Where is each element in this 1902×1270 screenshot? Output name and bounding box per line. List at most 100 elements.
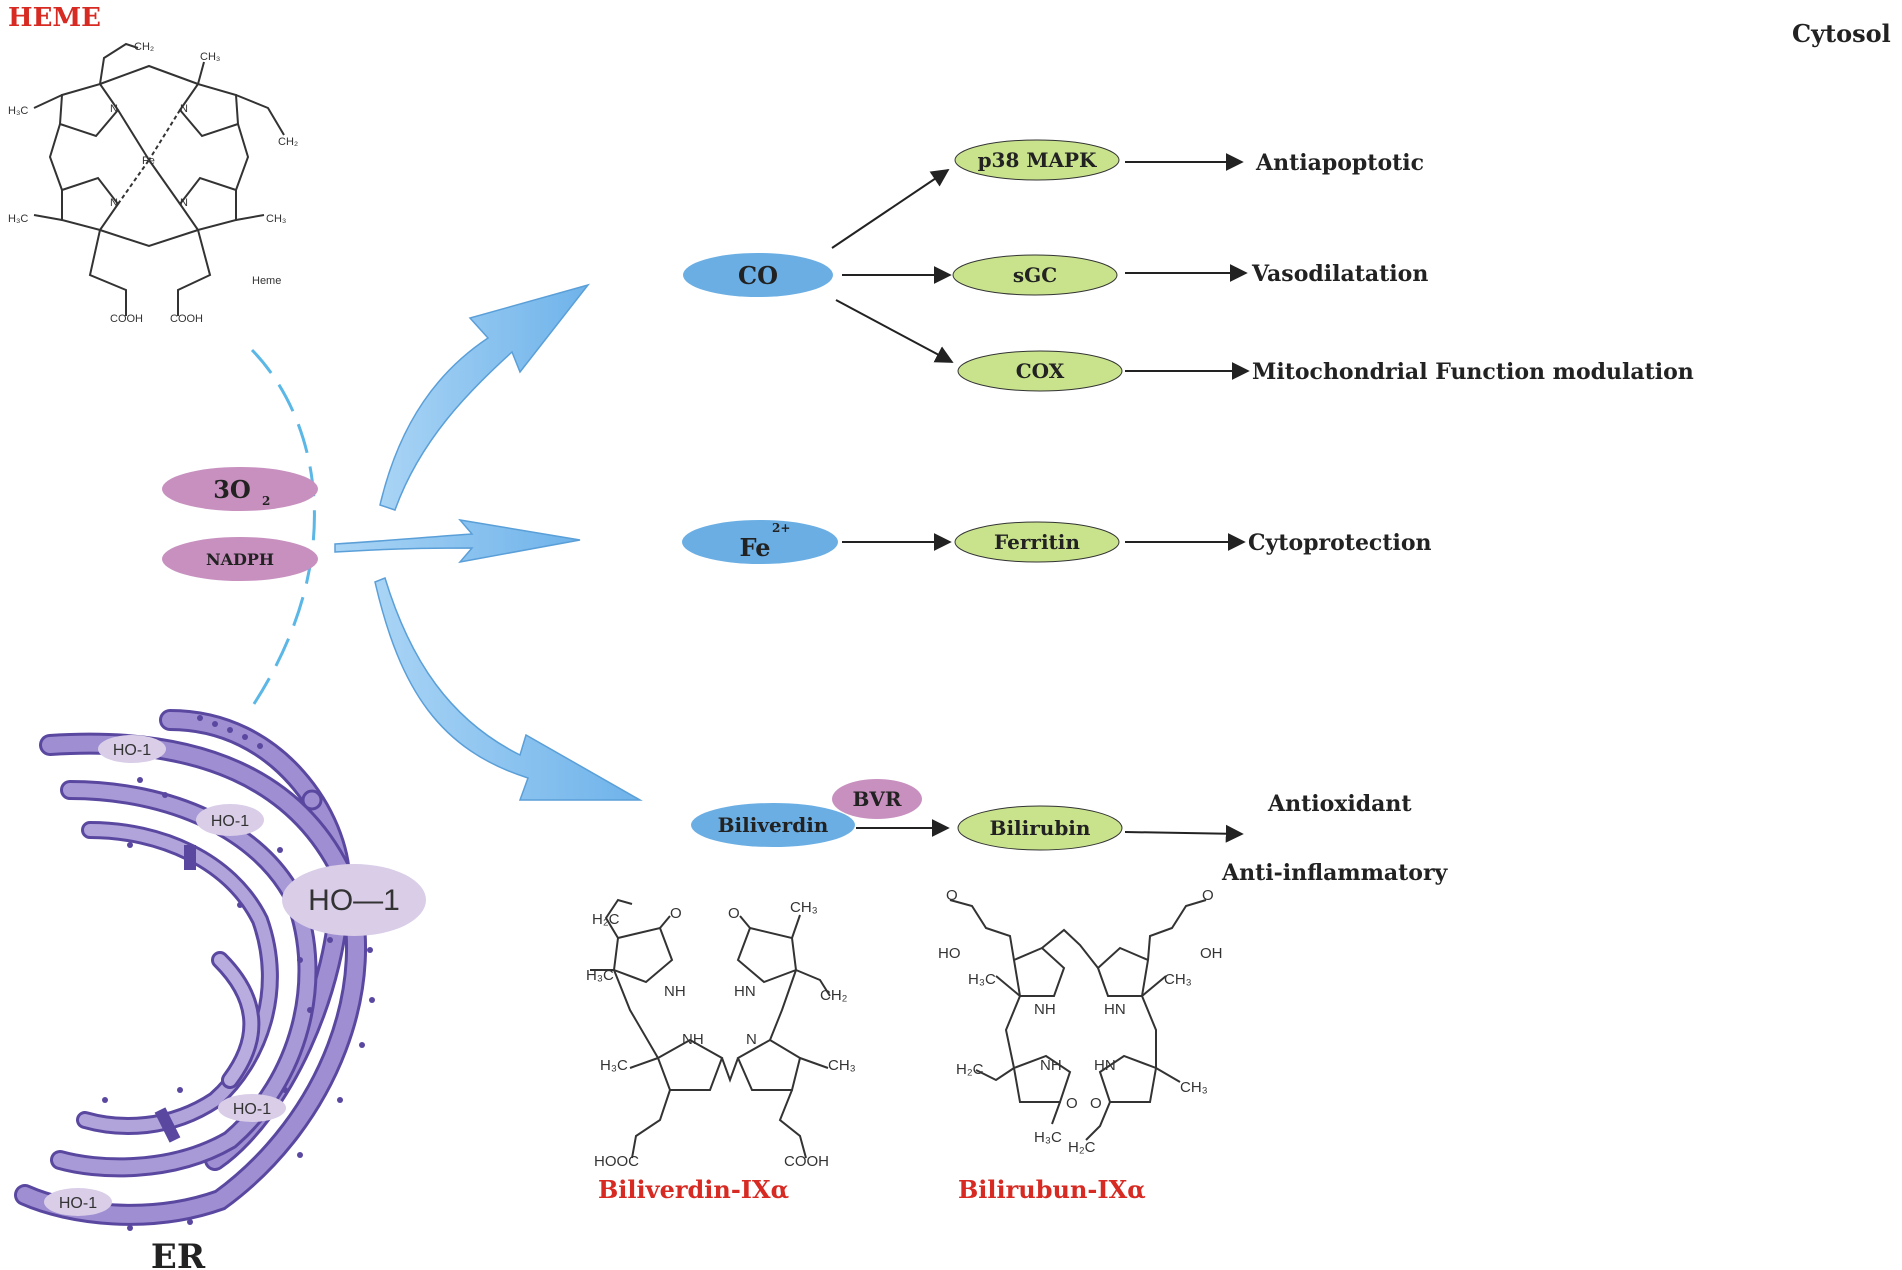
svg-text:Fe: Fe bbox=[142, 155, 155, 167]
o2-node: 3O 2 bbox=[162, 467, 318, 511]
bilirubin-node: Bilirubin bbox=[957, 805, 1123, 851]
svg-text:CH₃: CH₃ bbox=[266, 213, 286, 225]
svg-text:Heme: Heme bbox=[252, 275, 281, 287]
sgc-node: sGC bbox=[952, 254, 1118, 296]
svg-text:HO-1: HO-1 bbox=[59, 1195, 97, 1212]
svg-text:p38 MAPK: p38 MAPK bbox=[978, 148, 1097, 172]
arrow-to-biliverdin bbox=[374, 577, 643, 801]
dashed-membrane-arc bbox=[248, 348, 316, 711]
svg-text:COOH: COOH bbox=[784, 1153, 829, 1170]
ho1-label-4: HO-1 bbox=[44, 1188, 112, 1216]
svg-text:NH: NH bbox=[682, 1031, 704, 1048]
svg-text:H₃C: H₃C bbox=[1034, 1129, 1062, 1146]
ho1-label-2: HO-1 bbox=[196, 804, 264, 836]
svg-text:H₃C: H₃C bbox=[586, 967, 614, 984]
svg-text:HN: HN bbox=[734, 983, 756, 1000]
svg-text:CH₃: CH₃ bbox=[1164, 971, 1192, 988]
svg-text:NH: NH bbox=[664, 983, 686, 1000]
svg-text:CO: CO bbox=[738, 261, 778, 290]
svg-text:NH: NH bbox=[1040, 1057, 1062, 1074]
svg-text:COX: COX bbox=[1016, 359, 1065, 383]
svg-text:O: O bbox=[670, 905, 682, 922]
cox-node: COX bbox=[957, 350, 1123, 392]
svg-text:O: O bbox=[1066, 1095, 1078, 1112]
svg-text:H₂C: H₂C bbox=[956, 1061, 984, 1078]
svg-text:H₃C: H₃C bbox=[600, 1057, 628, 1074]
ferritin-node: Ferritin bbox=[954, 521, 1120, 563]
outcome-vasodilatation: Vasodilatation bbox=[1251, 261, 1428, 287]
outcome-mitochondrial: Mitochondrial Function modulation bbox=[1252, 359, 1694, 385]
ho1-label-3: HO-1 bbox=[218, 1094, 286, 1122]
svg-text:HO: HO bbox=[938, 945, 961, 962]
svg-text:HN: HN bbox=[1104, 1001, 1126, 1018]
svg-text:HOOC: HOOC bbox=[594, 1153, 639, 1170]
svg-text:H₃C: H₃C bbox=[968, 971, 996, 988]
biliverdin-structure bbox=[590, 898, 831, 1159]
arrow-to-fe bbox=[334, 518, 581, 564]
bilirubin-structure bbox=[949, 899, 1207, 1141]
heme-structure bbox=[33, 42, 285, 316]
svg-text:HO-1: HO-1 bbox=[233, 1101, 271, 1118]
svg-text:HO—1: HO—1 bbox=[308, 884, 400, 917]
endoplasmic-reticulum bbox=[14, 709, 375, 1231]
svg-text:CH₂: CH₂ bbox=[278, 136, 298, 148]
svg-text:NH: NH bbox=[1034, 1001, 1056, 1018]
svg-text:N: N bbox=[180, 197, 188, 209]
ho1-label-large: HO—1 bbox=[282, 864, 426, 936]
svg-text:N: N bbox=[180, 103, 188, 115]
svg-text:H₃C: H₃C bbox=[8, 213, 28, 225]
svg-text:Bilirubin: Bilirubin bbox=[990, 816, 1091, 840]
biliverdin-ix-caption: Biliverdin-IXα bbox=[598, 1175, 789, 1204]
svg-text:O: O bbox=[1202, 887, 1214, 904]
er-label: ER bbox=[151, 1237, 206, 1270]
svg-text:COOH: COOH bbox=[110, 313, 143, 325]
svg-text:HO-1: HO-1 bbox=[211, 813, 249, 830]
svg-text:CH₃: CH₃ bbox=[200, 51, 220, 63]
cytosol-label: Cytosol bbox=[1792, 19, 1891, 48]
svg-text:CH₂: CH₂ bbox=[134, 41, 154, 53]
svg-text:HO-1: HO-1 bbox=[113, 742, 151, 759]
svg-text:2: 2 bbox=[262, 494, 270, 508]
co-node: CO bbox=[683, 253, 833, 297]
outcome-cytoprotection: Cytoprotection bbox=[1248, 530, 1432, 556]
svg-text:H₂C: H₂C bbox=[592, 911, 620, 928]
svg-text:HN: HN bbox=[1094, 1057, 1116, 1074]
svg-text:Biliverdin: Biliverdin bbox=[718, 813, 829, 837]
svg-text:BVR: BVR bbox=[852, 787, 901, 811]
heme-title: HEME bbox=[8, 3, 101, 33]
bilirubin-ix-caption: Bilirubun-IXα bbox=[958, 1175, 1146, 1204]
ho1-label-1: HO-1 bbox=[98, 735, 166, 763]
outcome-antiapoptotic: Antiapoptotic bbox=[1255, 150, 1424, 176]
svg-text:CH₂: CH₂ bbox=[820, 987, 848, 1004]
outcome-antiinflammatory: Anti-inflammatory bbox=[1221, 860, 1449, 886]
nadph-node: NADPH bbox=[162, 537, 318, 581]
svg-text:O: O bbox=[1090, 1095, 1102, 1112]
heme-structure-labels: CH₂ CH₃ H₃C CH₂ N N N N Fe H₃C CH₃ COOH … bbox=[8, 41, 298, 325]
p38-node: p38 MAPK bbox=[954, 139, 1120, 181]
svg-text:COOH: COOH bbox=[170, 313, 203, 325]
arrow-to-co bbox=[379, 283, 590, 511]
fe-node: Fe 2+ bbox=[682, 520, 838, 564]
svg-text:2+: 2+ bbox=[772, 521, 790, 535]
biliverdin-node: Biliverdin bbox=[691, 803, 855, 847]
svg-text:N: N bbox=[110, 197, 118, 209]
bilirubin-structure-labels: O O HO OH H₃C CH₃ NH HN H₂C NH HN CH₃ H₃… bbox=[938, 887, 1223, 1156]
biliverdin-structure-labels: H₂C H₃C NH O O CH₃ HN CH₂ NH N H₃C CH₃ H… bbox=[586, 899, 856, 1170]
svg-text:CH₃: CH₃ bbox=[828, 1057, 856, 1074]
svg-text:sGC: sGC bbox=[1013, 263, 1057, 287]
svg-text:O: O bbox=[946, 887, 958, 904]
svg-text:O: O bbox=[728, 905, 740, 922]
svg-text:H₂C: H₂C bbox=[1068, 1139, 1096, 1156]
svg-text:N: N bbox=[746, 1031, 757, 1048]
svg-text:3O: 3O bbox=[213, 475, 251, 504]
svg-text:N: N bbox=[110, 103, 118, 115]
svg-text:CH₃: CH₃ bbox=[1180, 1079, 1208, 1096]
outcome-antioxidant: Antioxidant bbox=[1267, 791, 1412, 817]
svg-text:OH: OH bbox=[1200, 945, 1223, 962]
svg-text:H₃C: H₃C bbox=[8, 105, 28, 117]
svg-text:Fe: Fe bbox=[740, 533, 771, 562]
svg-text:CH₃: CH₃ bbox=[790, 899, 818, 916]
svg-text:NADPH: NADPH bbox=[206, 550, 274, 569]
bvr-node: BVR bbox=[832, 779, 922, 819]
